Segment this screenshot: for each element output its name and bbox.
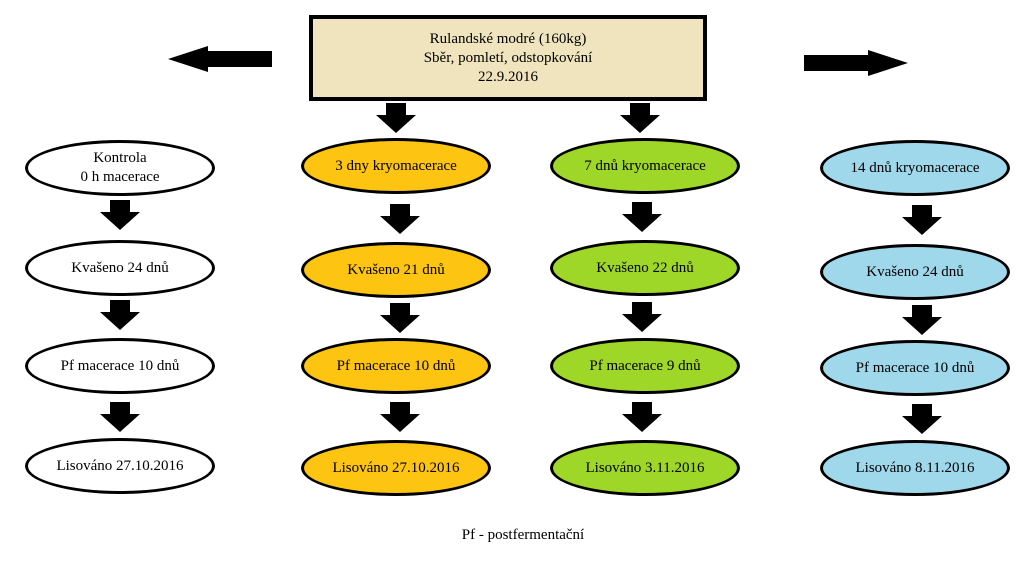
- down-arrow-icon: [902, 205, 942, 235]
- node-label: Kvašeno 21 dnů: [347, 261, 445, 278]
- cryo-7-title-node: 7 dnů kryomacerace: [550, 138, 740, 194]
- node-label: Kvašeno 24 dnů: [866, 263, 964, 280]
- control-title-node: Kontrola 0 h macerace: [25, 140, 215, 196]
- cryo-14-fermentation-node: Kvašeno 24 dnů: [820, 244, 1010, 300]
- source-box: Rulandské modré (160kg) Sběr, pomletí, o…: [309, 15, 707, 101]
- cryo-3-fermentation-node: Kvašeno 21 dnů: [301, 242, 491, 298]
- down-arrow-icon: [902, 404, 942, 434]
- node-label: Lisováno 27.10.2016: [332, 459, 460, 476]
- node-label: Pf macerace 10 dnů: [855, 359, 975, 376]
- cryo-7-fermentation-node: Kvašeno 22 dnů: [550, 240, 740, 296]
- control-pressing-node: Lisováno 27.10.2016: [25, 438, 215, 494]
- node-label: Pf macerace 10 dnů: [336, 357, 456, 374]
- cryo-14-maceration-node: Pf macerace 10 dnů: [820, 340, 1010, 396]
- source-line-variety: Rulandské modré (160kg): [429, 30, 587, 47]
- down-arrow-icon: [622, 202, 662, 232]
- node-label: Kvašeno 24 dnů: [71, 259, 169, 276]
- cryo-14-title-node: 14 dnů kryomacerace: [820, 140, 1010, 196]
- down-arrow-icon: [622, 302, 662, 332]
- node-label: Lisováno 8.11.2016: [855, 459, 975, 476]
- down-arrow-icon: [620, 103, 660, 133]
- node-label: Lisováno 27.10.2016: [56, 457, 184, 474]
- down-arrow-icon: [100, 402, 140, 432]
- down-arrow-icon: [380, 303, 420, 333]
- cryo-7-pressing-node: Lisováno 3.11.2016: [550, 440, 740, 496]
- node-label: Lisováno 3.11.2016: [585, 459, 705, 476]
- node-label: 14 dnů kryomacerace: [850, 159, 980, 176]
- source-line-process: Sběr, pomletí, odstopkování: [423, 49, 593, 66]
- down-arrow-icon: [100, 200, 140, 230]
- cryo-7-maceration-node: Pf macerace 9 dnů: [550, 338, 740, 394]
- cryo-3-pressing-node: Lisováno 27.10.2016: [301, 440, 491, 496]
- down-arrow-icon: [380, 402, 420, 432]
- control-fermentation-node: Kvašeno 24 dnů: [25, 240, 215, 296]
- cryo-3-maceration-node: Pf macerace 10 dnů: [301, 338, 491, 394]
- node-label: Kvašeno 22 dnů: [596, 259, 694, 276]
- node-label: 3 dny kryomacerace: [335, 157, 457, 174]
- cryo-14-pressing-node: Lisováno 8.11.2016: [820, 440, 1010, 496]
- down-arrow-icon: [376, 103, 416, 133]
- node-label: Pf macerace 10 dnů: [60, 357, 180, 374]
- node-label: Kontrola: [93, 150, 147, 166]
- left-arrow-icon: [168, 46, 272, 72]
- footnote: Pf - postfermentační: [461, 527, 585, 543]
- node-label: 7 dnů kryomacerace: [584, 157, 706, 174]
- control-maceration-node: Pf macerace 10 dnů: [25, 338, 215, 394]
- cryo-3-title-node: 3 dny kryomacerace: [301, 138, 491, 194]
- down-arrow-icon: [902, 305, 942, 335]
- right-arrow-icon: [804, 50, 908, 76]
- node-label: 0 h macerace: [80, 169, 160, 185]
- down-arrow-icon: [380, 204, 420, 234]
- source-line-date: 22.9.2016: [478, 68, 538, 85]
- node-label: Pf macerace 9 dnů: [589, 357, 701, 374]
- down-arrow-icon: [100, 300, 140, 330]
- down-arrow-icon: [622, 402, 662, 432]
